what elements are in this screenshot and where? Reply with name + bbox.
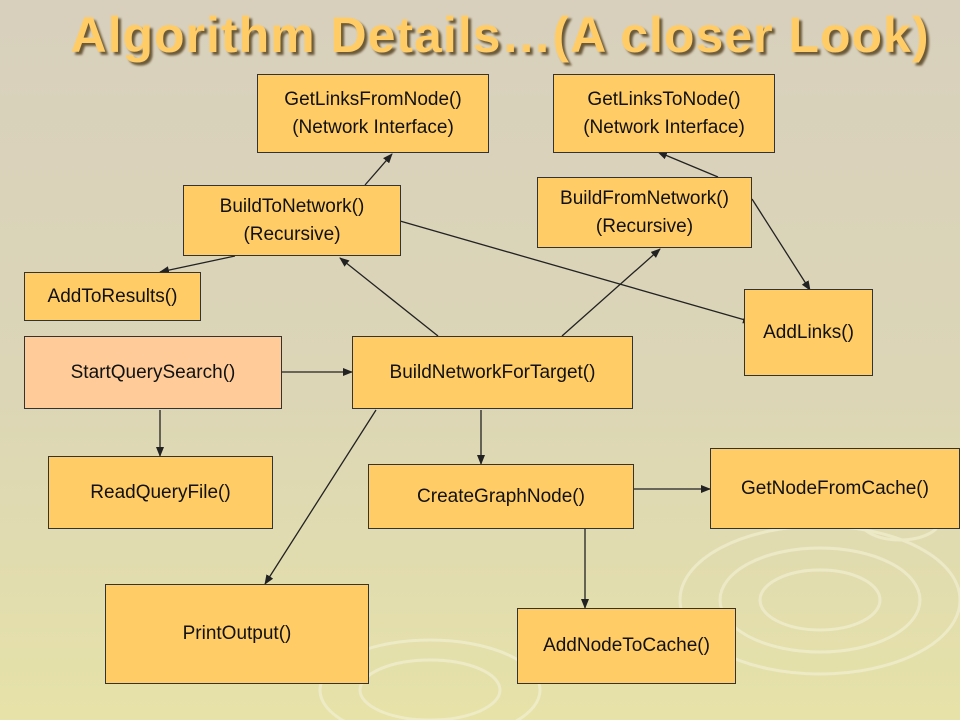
node-build-network-for-target: BuildNetworkForTarget() — [352, 336, 633, 409]
node-label: PrintOutput() — [182, 623, 292, 644]
node-add-to-results: AddToResults() — [24, 272, 201, 321]
node-build-to-network: BuildToNetwork() (Recursive) — [183, 185, 401, 256]
arrow-buildfrom-to-getlinksto — [657, 151, 719, 178]
arrow-buildto-to-addtoresults — [159, 255, 236, 275]
arrow-buildfrom-to-addlinks — [751, 198, 811, 291]
arrow-buildto-to-getlinksfrom — [364, 153, 393, 186]
node-label: AddNodeToCache() — [543, 635, 710, 656]
node-create-graph-node: CreateGraphNode() — [368, 464, 634, 529]
node-print-output: PrintOutput() — [105, 584, 369, 684]
node-label: GetLinksFromNode() (Network Interface) — [284, 88, 462, 138]
arrow-buildnetwork-to-buildto — [339, 257, 439, 337]
node-add-links: AddLinks() — [744, 289, 873, 376]
node-label: StartQuerySearch() — [70, 361, 236, 383]
node-label: BuildNetworkForTarget() — [389, 361, 596, 383]
node-label: BuildToNetwork() (Recursive) — [219, 195, 365, 245]
node-get-links-to-node: GetLinksToNode() (Network Interface) — [553, 74, 775, 153]
arrow-buildnetwork-to-buildfrom — [561, 248, 661, 337]
node-label: GetLinksToNode() (Network Interface) — [583, 88, 745, 138]
arrow-buildnetwork-to-printoutput — [264, 409, 377, 585]
node-label: ReadQueryFile() — [90, 481, 231, 503]
node-label: GetNodeFromCache() — [741, 477, 929, 499]
node-get-links-from-node: GetLinksFromNode() (Network Interface) — [257, 74, 489, 153]
slide-title: Algorithm Details…(A closer Look) — [70, 7, 930, 63]
node-label: CreateGraphNode() — [417, 485, 585, 507]
node-label: BuildFromNetwork() (Recursive) — [560, 187, 729, 237]
node-add-node-to-cache: AddNodeToCache() — [517, 608, 736, 684]
node-get-node-from-cache: GetNodeFromCache() — [710, 448, 960, 529]
node-label: AddToResults() — [47, 285, 178, 307]
node-build-from-network: BuildFromNetwork() (Recursive) — [537, 177, 752, 248]
node-read-query-file: ReadQueryFile() — [48, 456, 273, 529]
node-label: AddLinks() — [763, 321, 854, 343]
arrow-buildto-to-addlinks — [399, 220, 753, 324]
node-start-query-search: StartQuerySearch() — [24, 336, 282, 409]
